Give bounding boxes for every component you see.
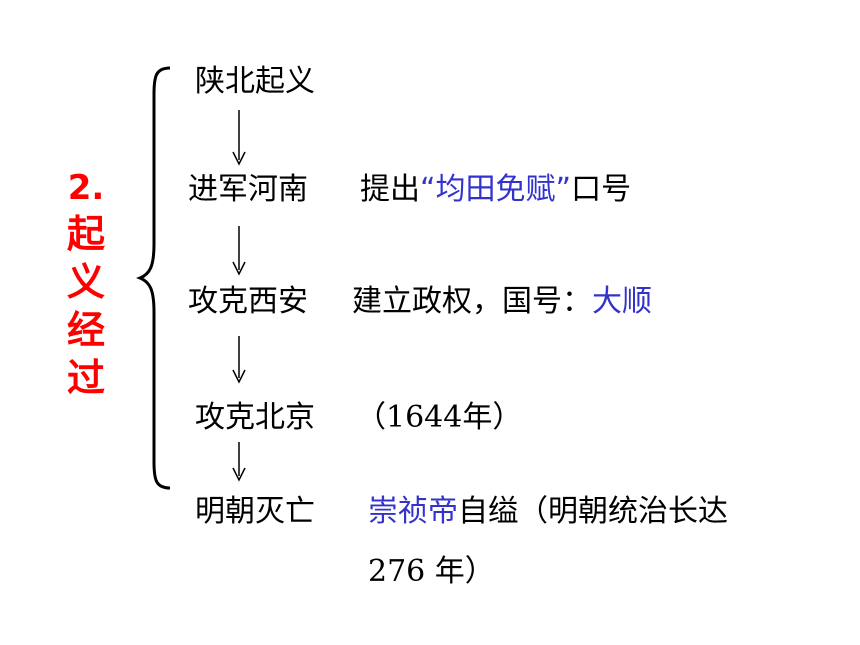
section-title-char: 义 bbox=[66, 260, 105, 304]
note-henan-slogan: 提出“均田免赋”口号 bbox=[360, 170, 631, 210]
note-ming-line2: 276 年） bbox=[368, 554, 495, 589]
section-title: 2. 起 义 经 过 bbox=[60, 166, 112, 402]
down-arrow-icon bbox=[232, 442, 246, 482]
section-title-char: 起 bbox=[66, 212, 105, 256]
section-number: 2. bbox=[67, 168, 105, 208]
step-advance-henan: 进军河南 bbox=[188, 172, 308, 207]
curly-brace bbox=[136, 66, 171, 490]
note-xian-regime: 建立政权，国号：大顺 bbox=[352, 282, 652, 322]
note-henan-suffix: 口号 bbox=[571, 172, 632, 207]
note-beijing-year: （1644年） bbox=[356, 400, 523, 435]
note-xian-prefix: 建立政权，国号： bbox=[352, 284, 592, 319]
down-arrow-icon bbox=[232, 336, 246, 384]
note-henan-prefix: 提出 bbox=[360, 172, 420, 207]
down-arrow-icon bbox=[232, 110, 246, 166]
step-capture-beijing: 攻克北京 bbox=[195, 400, 315, 435]
section-title-char: 过 bbox=[66, 356, 105, 400]
step-capture-xian: 攻克西安 bbox=[188, 284, 308, 319]
step-shaanbei-uprising: 陕北起义 bbox=[195, 64, 315, 99]
note-chongzhen-suicide: 崇祯帝自缢（明朝统治长达 bbox=[368, 492, 728, 532]
note-ming-line1: 自缢（明朝统治长达 bbox=[458, 494, 728, 529]
down-arrow-icon bbox=[232, 226, 246, 276]
step-ming-fall: 明朝灭亡 bbox=[195, 494, 315, 529]
section-title-char: 经 bbox=[66, 308, 105, 352]
note-chongzhen-name: 崇祯帝 bbox=[368, 494, 458, 529]
note-henan-slogan-text: “均田免赋” bbox=[420, 172, 572, 207]
note-xian-dynasty-name: 大顺 bbox=[592, 284, 652, 319]
